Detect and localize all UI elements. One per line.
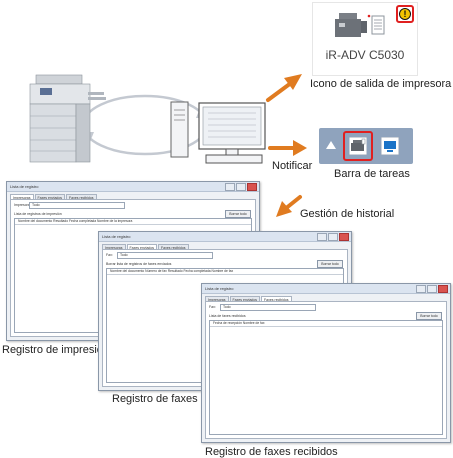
- tab-received-faxes[interactable]: Faxes recibidos: [158, 244, 189, 251]
- window-title: Lista de registro: [202, 284, 450, 294]
- tab-sent-faxes[interactable]: Faxes enviados: [34, 194, 66, 201]
- filter-label: Fax:: [106, 253, 113, 257]
- alert-icon: !: [399, 8, 411, 20]
- tab-sent-faxes[interactable]: Faxes enviados: [229, 296, 261, 303]
- clear-all-button[interactable]: Borrar todo: [416, 312, 442, 320]
- tab-printers[interactable]: Impresoras: [10, 194, 34, 201]
- filter-label: Impresora:: [14, 203, 31, 207]
- printer-filter-select[interactable]: Todo: [29, 202, 125, 209]
- arrow-to-history: [276, 195, 302, 217]
- monitor-tray-icon[interactable]: [381, 137, 399, 155]
- tab-printers[interactable]: Impresoras: [205, 296, 229, 303]
- minimize-button[interactable]: [317, 233, 327, 241]
- clear-all-button[interactable]: Borrar todo: [225, 210, 251, 218]
- list-column-headers: Fecha de recepción Nombre de fax: [210, 321, 442, 327]
- minimize-button[interactable]: [416, 285, 426, 293]
- taskbar-highlight-box: [343, 131, 373, 161]
- label-print-log: Registro de impresión: [2, 344, 109, 356]
- arrow-to-taskbar: [268, 140, 307, 156]
- fax-filter-select[interactable]: Todo: [220, 304, 316, 311]
- chevron-up-icon[interactable]: [326, 141, 336, 149]
- fax-filter-select[interactable]: Todo: [117, 252, 213, 259]
- filter-label: Fax:: [209, 305, 216, 309]
- printer-tray-icon[interactable]: [349, 137, 367, 155]
- communication-loop: [81, 94, 209, 156]
- maximize-button[interactable]: [328, 233, 338, 241]
- maximize-button[interactable]: [427, 285, 437, 293]
- list-column-headers: Nombre del documento Resultado Fecha com…: [15, 219, 251, 225]
- label-notify: Notificar: [272, 160, 313, 172]
- log-window-received-fax: Lista de registro Impresoras Faxes envia…: [201, 283, 451, 443]
- close-button[interactable]: [247, 183, 257, 191]
- label-printer-output-icon: Icono de salida de impresora: [310, 78, 452, 90]
- section-label: Borrar lista de registros de faxes envia…: [106, 262, 172, 266]
- taskbar-strip: [319, 128, 413, 164]
- close-button[interactable]: [438, 285, 448, 293]
- tab-panel: Fax: Todo Borrar todo Lista de faxes rec…: [205, 301, 447, 439]
- tab-sent-faxes[interactable]: Faxes enviados: [126, 244, 158, 251]
- printer-output-icon-panel: ! iR-ADV C5030: [312, 2, 418, 76]
- window-title: Lista de registro: [7, 182, 259, 192]
- window-title: Lista de registro: [99, 232, 351, 242]
- maximize-button[interactable]: [236, 183, 246, 191]
- close-button[interactable]: [339, 233, 349, 241]
- section-label: Lista de faxes recibidos: [209, 314, 246, 318]
- label-history-management: Gestión de historial: [300, 208, 395, 220]
- printer-status-icon: [335, 13, 385, 37]
- computer-tower: [170, 101, 189, 158]
- tab-printers[interactable]: Impresoras: [102, 244, 126, 251]
- tab-received-faxes[interactable]: Faxes recibidos: [261, 296, 292, 303]
- tab-bar: Impresoras Faxes enviados Faxes recibido…: [99, 242, 351, 251]
- log-list[interactable]: Fecha de recepción Nombre de fax: [209, 320, 443, 435]
- computer-monitor: [198, 102, 266, 164]
- minimize-button[interactable]: [225, 183, 235, 191]
- tab-bar: Impresoras Faxes enviados Faxes recibido…: [202, 294, 450, 303]
- section-label: Lista de registros de impresión: [14, 212, 62, 216]
- label-received-fax-log: Registro de faxes recibidos: [205, 446, 338, 458]
- tab-received-faxes[interactable]: Faxes recibidos: [66, 194, 97, 201]
- list-column-headers: Nombre del documento Número de fax Resul…: [107, 269, 343, 275]
- printer-model-name: iR-ADV C5030: [325, 48, 405, 62]
- printer-device: [29, 74, 106, 163]
- arrow-to-printer-icon: [266, 74, 302, 102]
- tab-bar: Impresoras Faxes enviados Faxes recibido…: [7, 192, 259, 201]
- label-taskbar: Barra de tareas: [334, 168, 410, 180]
- clear-all-button[interactable]: Borrar todo: [317, 260, 343, 268]
